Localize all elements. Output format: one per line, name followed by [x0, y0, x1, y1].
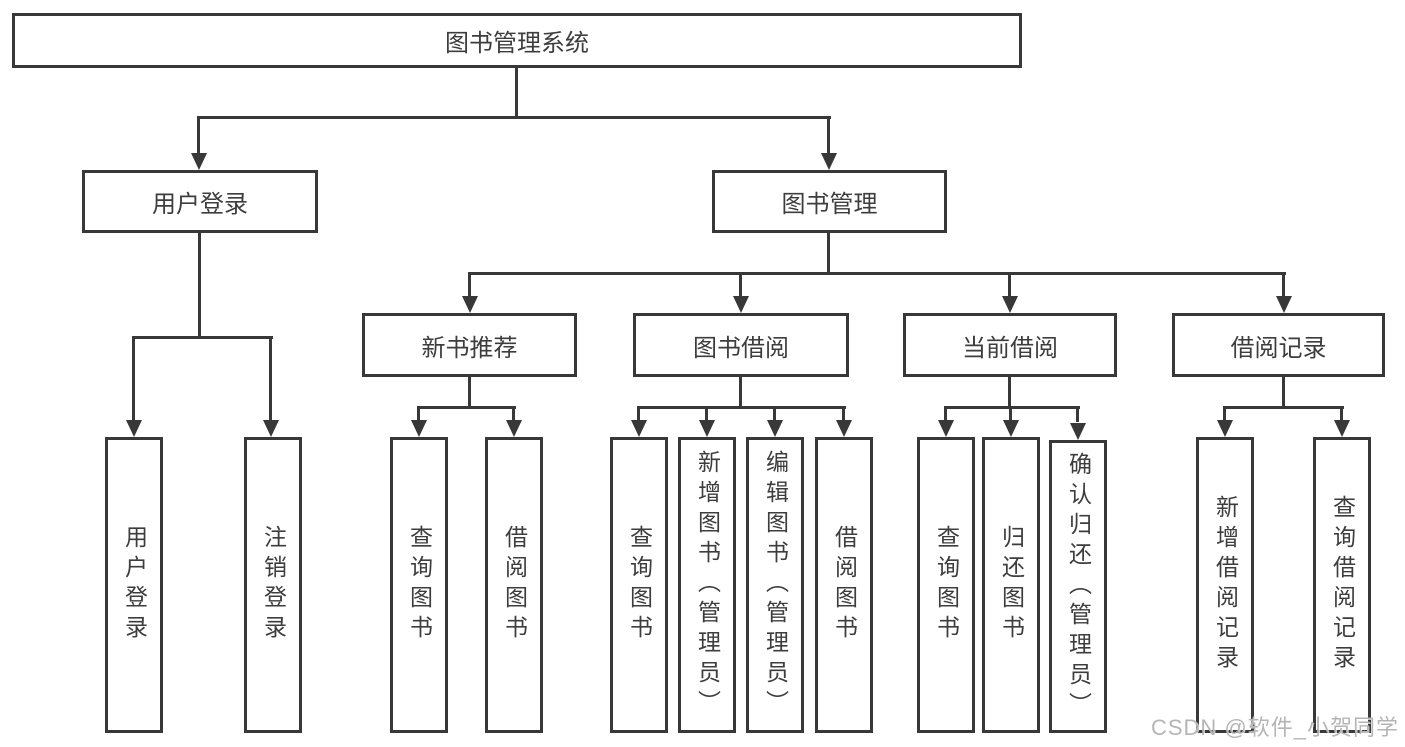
- branch-borrowing-children: [637, 406, 846, 409]
- node-add-borrow-record-label: 新增借阅记录: [1212, 495, 1239, 675]
- node-user-login-action: 用户登录: [105, 437, 163, 733]
- node-library-system-label: 图书管理系统: [445, 30, 589, 57]
- node-current-borrowing-label: 当前借阅: [962, 334, 1058, 362]
- node-logout-action-label: 注销登录: [260, 525, 287, 645]
- node-add-book-admin: 新增图书（管理员）: [678, 437, 736, 733]
- node-user-login-action-label: 用户登录: [121, 525, 148, 645]
- branch-recommend-children: [417, 406, 516, 409]
- connector-leaf-3: [637, 406, 640, 422]
- connector-leaf-4: [705, 406, 708, 422]
- connector-records-stem: [1282, 377, 1285, 409]
- node-query-books-borrowing: 查询图书: [610, 437, 668, 733]
- csdn-watermark: CSDN @软件_小贺同学: [1150, 715, 1399, 740]
- node-query-borrow-record: 查询借阅记录: [1313, 437, 1371, 733]
- node-borrow-books-borrowing-label: 借阅图书: [831, 525, 858, 645]
- connector-to-user-login-action: [132, 336, 135, 423]
- node-library-system: 图书管理系统: [12, 13, 1022, 68]
- connector-leaf-6: [842, 406, 845, 422]
- node-borrowing-records-label: 借阅记录: [1230, 334, 1327, 362]
- node-add-borrow-record: 新增借阅记录: [1196, 437, 1254, 733]
- node-query-borrow-record-label: 查询借阅记录: [1329, 495, 1356, 675]
- node-new-book-recommendation: 新书推荐: [362, 313, 577, 377]
- node-query-books-current-label: 查询图书: [933, 525, 960, 645]
- arrowhead-leaf-6: [836, 420, 852, 437]
- branch-current-children: [944, 406, 1080, 409]
- branch-level2: [197, 116, 831, 119]
- node-logout-action: 注销登录: [244, 437, 302, 733]
- connector-to-current-borrowing: [1008, 272, 1011, 298]
- node-user-login: 用户登录: [82, 170, 318, 233]
- node-confirm-return-admin: 确认归还（管理员）: [1049, 440, 1107, 733]
- node-borrow-books-borrowing: 借阅图书: [815, 437, 873, 733]
- arrowhead-leaf-11: [1334, 420, 1350, 437]
- node-book-management: 图书管理: [712, 170, 947, 233]
- arrowhead-leaf-9: [1070, 423, 1086, 440]
- node-query-books-recommend-label: 查询图书: [406, 525, 433, 645]
- connector-user-login-stem: [198, 232, 201, 338]
- node-return-book: 归还图书: [982, 437, 1040, 733]
- node-borrow-books-recommend-label: 借阅图书: [501, 525, 528, 645]
- node-book-borrowing-label: 图书借阅: [693, 334, 789, 362]
- arrowhead-book-management: [821, 153, 837, 170]
- connector-to-logout-action: [269, 336, 272, 423]
- node-edit-book-admin-label: 编辑图书（管理员）: [762, 450, 789, 720]
- arrowhead-book-borrowing: [733, 296, 749, 313]
- node-book-borrowing: 图书借阅: [633, 313, 849, 377]
- connector-leaf-5: [773, 406, 776, 422]
- connector-to-user-login: [197, 117, 200, 157]
- node-new-book-recommendation-label: 新书推荐: [421, 334, 518, 362]
- connector-borrowing-stem: [739, 377, 742, 409]
- branch-records-children: [1223, 406, 1344, 409]
- connector-to-borrowing-records: [1282, 272, 1285, 298]
- connector-leaf-7: [944, 406, 947, 422]
- connector-to-book-borrowing: [739, 272, 742, 298]
- node-query-books-recommend: 查询图书: [390, 437, 448, 733]
- arrowhead-leaf-4: [699, 420, 715, 437]
- arrowhead-user-login: [191, 153, 207, 170]
- arrowhead-logout-action: [263, 420, 279, 437]
- branch-user-login-children: [132, 336, 273, 339]
- connector-book-management-stem: [827, 232, 830, 275]
- branch-level3: [468, 272, 1286, 275]
- node-borrowing-records: 借阅记录: [1172, 313, 1385, 377]
- arrowhead-leaf-8: [1003, 420, 1019, 437]
- connector-root-stem: [515, 68, 518, 118]
- connector-leaf-1: [417, 406, 420, 422]
- connector-current-stem: [1008, 377, 1011, 409]
- arrowhead-leaf-7: [938, 420, 954, 437]
- connector-recommend-stem: [468, 377, 471, 409]
- node-confirm-return-admin-label: 确认归还（管理员）: [1065, 451, 1092, 722]
- node-add-book-admin-label: 新增图书（管理员）: [694, 450, 721, 720]
- arrowhead-leaf-1: [411, 420, 427, 437]
- arrowhead-leaf-5: [767, 420, 783, 437]
- arrowhead-leaf-2: [506, 420, 522, 437]
- arrowhead-leaf-10: [1217, 420, 1233, 437]
- connector-leaf-9: [1076, 406, 1079, 422]
- arrowhead-leaf-3: [631, 420, 647, 437]
- node-borrow-books-recommend: 借阅图书: [485, 437, 543, 733]
- node-return-book-label: 归还图书: [998, 525, 1025, 645]
- arrowhead-new-book-recommendation: [462, 296, 478, 313]
- connector-to-new-book-recommendation: [468, 272, 471, 298]
- arrowhead-borrowing-records: [1276, 296, 1292, 313]
- node-book-management-label: 图书管理: [781, 191, 878, 218]
- connector-to-book-management: [827, 117, 830, 157]
- node-query-books-borrowing-label: 查询图书: [626, 525, 653, 645]
- connector-leaf-2: [512, 406, 515, 422]
- arrowhead-user-login-action: [126, 420, 142, 437]
- node-user-login-label: 用户登录: [152, 191, 248, 218]
- node-current-borrowing: 当前借阅: [903, 313, 1117, 377]
- connector-leaf-8: [1009, 406, 1012, 422]
- connector-leaf-11: [1340, 406, 1343, 422]
- node-query-books-current: 查询图书: [917, 437, 975, 733]
- connector-leaf-10: [1223, 406, 1226, 422]
- node-edit-book-admin: 编辑图书（管理员）: [746, 437, 804, 733]
- arrowhead-current-borrowing: [1002, 296, 1018, 313]
